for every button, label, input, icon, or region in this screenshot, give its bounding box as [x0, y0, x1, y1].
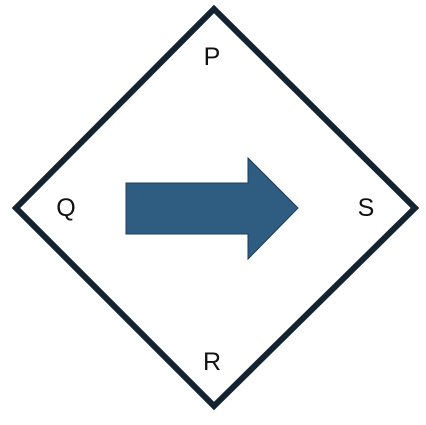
vertex-label-r: R — [203, 348, 221, 376]
vertex-label-q: Q — [56, 194, 75, 222]
vertex-label-p: P — [204, 43, 221, 71]
right-arrow-icon — [125, 156, 299, 261]
vertex-label-s: S — [358, 194, 375, 222]
